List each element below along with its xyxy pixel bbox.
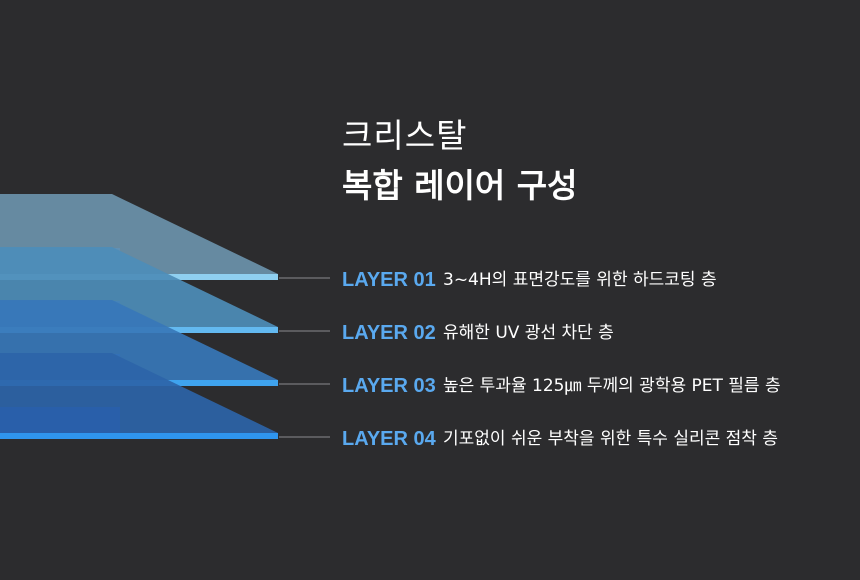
layer-01-description: 3~4H의 표면강도를 위한 하드코팅 층 <box>443 270 717 290</box>
title-line-2: 복합 레이어 구성 <box>342 166 578 205</box>
layer-02-label: LAYER 02 <box>342 322 436 344</box>
layer-02-description: 유해한 UV 광선 차단 층 <box>443 323 614 343</box>
layer-01-label: LAYER 01 <box>342 269 436 291</box>
layer-04-description: 기포없이 쉬운 부착을 위한 특수 실리콘 점착 층 <box>443 429 778 449</box>
layer-04-label: LAYER 04 <box>342 428 436 450</box>
layer-04-slab-shade <box>0 407 120 433</box>
layer-03-label: LAYER 03 <box>342 375 436 397</box>
layer-03-description: 높은 투과율 125㎛ 두께의 광학용 PET 필름 층 <box>443 376 781 396</box>
title-line-1: 크리스탈 <box>342 116 468 155</box>
title-block: 크리스탈 복합 레이어 구성 <box>342 114 578 208</box>
layer-04-edge <box>0 433 278 439</box>
layer-04-slab <box>0 353 278 433</box>
